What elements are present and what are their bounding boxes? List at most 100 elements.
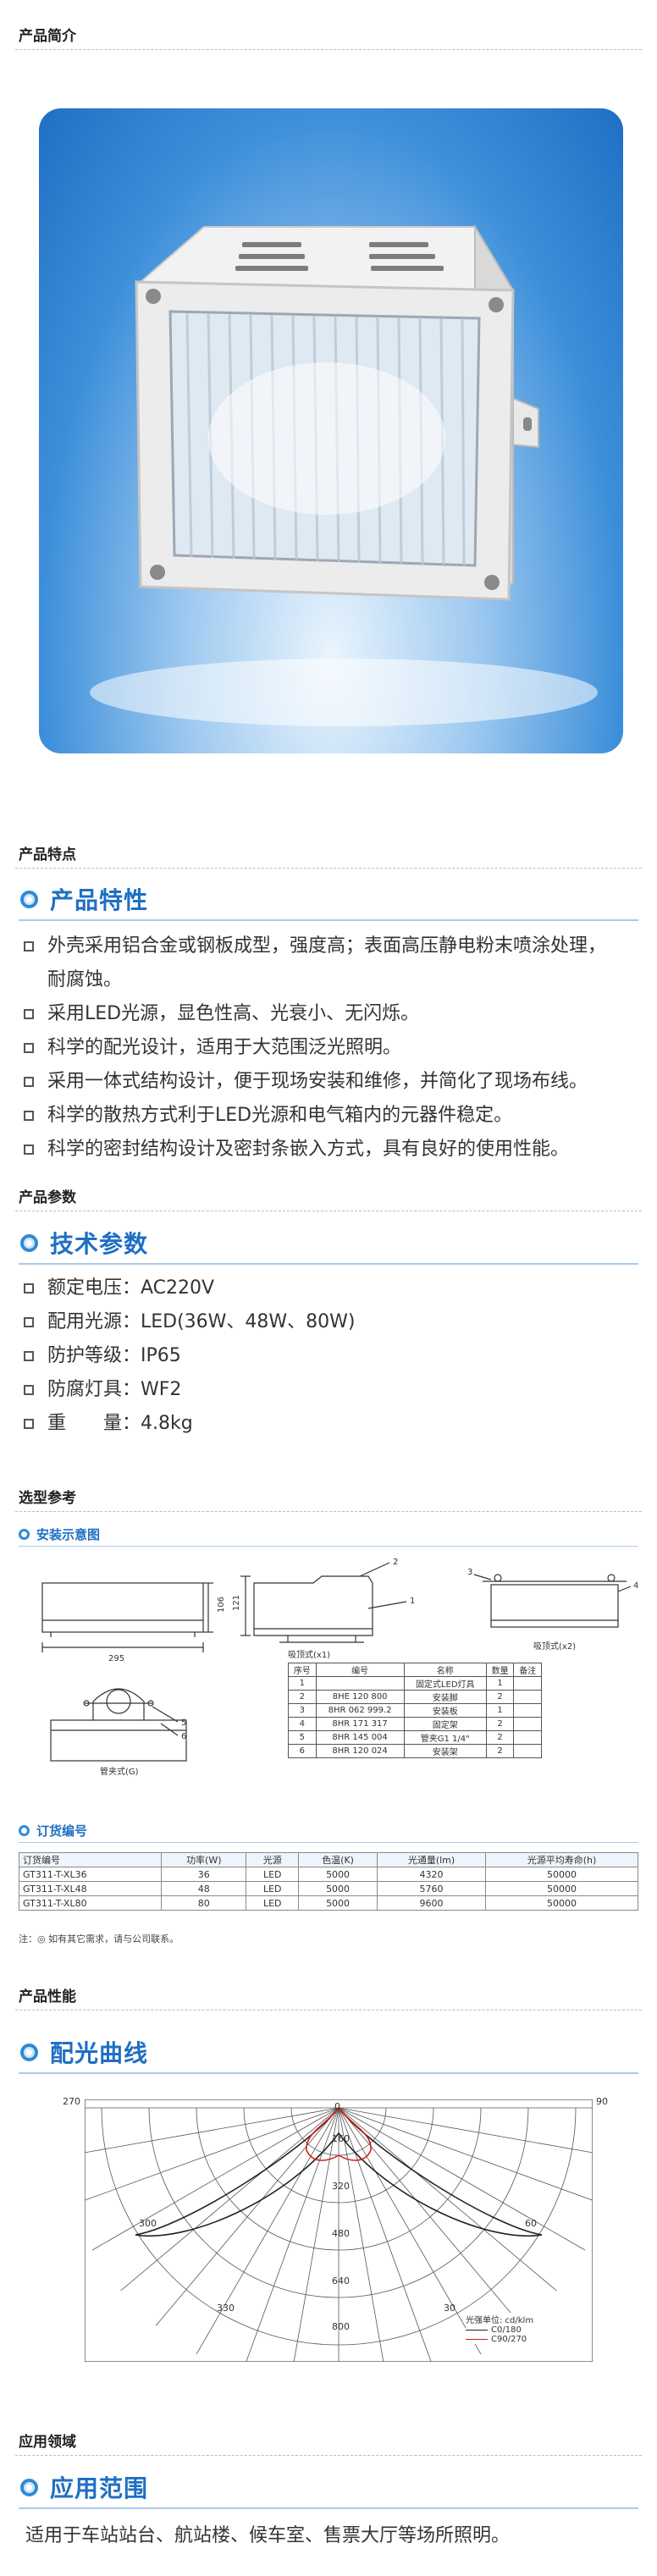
section-performance-rule bbox=[15, 2010, 642, 2011]
application-heading: 应用范围 bbox=[20, 2470, 148, 2504]
curve-c90 bbox=[306, 2106, 372, 2161]
callout-1: 1 bbox=[410, 1597, 416, 1606]
square-bullet-icon bbox=[24, 941, 34, 952]
application-text: 适用于车站站台、航站楼、候车室、售票大厅等场所照明。 bbox=[25, 2525, 511, 2546]
section-application: 应用领域 bbox=[0, 2421, 657, 2458]
square-bullet-icon bbox=[24, 1351, 34, 1361]
callout-3: 3 bbox=[467, 1568, 473, 1577]
polar-spoke bbox=[289, 2107, 340, 2388]
params-heading: 技术参数 bbox=[20, 1226, 148, 1260]
list-item: 科学的散热方式利于LED光源和电气箱内的元器件稳定。 bbox=[24, 1099, 640, 1133]
section-application-rule bbox=[15, 2455, 642, 2456]
callout-6: 6 bbox=[181, 1732, 187, 1741]
caption-ceiling2: 吸顶式(x2) bbox=[533, 1642, 577, 1652]
polar-spoke bbox=[196, 2107, 340, 2355]
circle-bullet-icon bbox=[20, 2478, 38, 2496]
polar-diagram: 270 90 0 300 330 60 30 160 320 480 640 8… bbox=[54, 2096, 623, 2392]
section-selection-label: 选型参考 bbox=[19, 1490, 76, 1507]
dim-depth: 121 bbox=[232, 1594, 242, 1612]
order-note: 注：◎ 如有其它需求，请与公司联系。 bbox=[19, 1933, 179, 1944]
caption-pipe: 管夹式(G) bbox=[100, 1768, 139, 1777]
square-bullet-icon bbox=[24, 1111, 34, 1121]
polar-spoke bbox=[338, 2107, 482, 2355]
polar-spoke bbox=[155, 2107, 340, 2326]
section-selection: 选型参考 bbox=[0, 1477, 657, 1514]
section-selection-rule bbox=[15, 1511, 642, 1512]
features-heading-rule bbox=[19, 919, 638, 921]
radial-320: 320 bbox=[332, 2181, 350, 2192]
square-bullet-icon bbox=[24, 1077, 34, 1087]
circle-bullet-icon bbox=[19, 1824, 30, 1836]
floodlight-illustration bbox=[90, 223, 598, 726]
section-performance: 产品性能 bbox=[0, 1976, 657, 2013]
section-features: 产品特点 bbox=[0, 834, 657, 871]
order-heading-rule bbox=[19, 1842, 638, 1843]
install-drawing: 295 106 121 2 1 3 4 5 6 吸顶式(x1) 吸顶式(x2) … bbox=[34, 1558, 643, 1778]
angle-330: 330 bbox=[217, 2303, 235, 2314]
list-item: 防腐灯具：WF2 bbox=[24, 1373, 640, 1407]
table-row: 订货编号 功率(W) 光源 色温(K) 光通量(lm) 光源平均寿命(h) bbox=[18, 1852, 639, 1867]
section-intro-rule bbox=[15, 49, 642, 50]
order-heading: 订货编号 bbox=[19, 1820, 87, 1840]
legend-c0-swatch bbox=[466, 2330, 488, 2331]
radial-800: 800 bbox=[332, 2321, 350, 2332]
polar-spoke bbox=[338, 2107, 606, 2206]
curve-heading: 配光曲线 bbox=[20, 2035, 148, 2069]
features-heading: 产品特性 bbox=[20, 882, 148, 916]
list-item: 配用光源：LED(36W、48W、80W) bbox=[24, 1305, 640, 1339]
radial-640: 640 bbox=[332, 2275, 350, 2286]
polar-spoke bbox=[120, 2107, 340, 2292]
order-title: 订货编号 bbox=[36, 1823, 88, 1839]
list-item: 防护等级：IP65 bbox=[24, 1339, 640, 1373]
square-bullet-icon bbox=[24, 1283, 34, 1294]
polar-spoke bbox=[58, 2107, 340, 2158]
square-bullet-icon bbox=[24, 1385, 34, 1395]
section-params: 产品参数 bbox=[0, 1177, 657, 1214]
curve-heading-rule bbox=[19, 2072, 638, 2074]
callout-5: 5 bbox=[181, 1718, 187, 1728]
install-title: 安装示意图 bbox=[36, 1526, 101, 1542]
section-features-label: 产品特点 bbox=[19, 847, 76, 863]
polar-spoke bbox=[338, 2107, 619, 2158]
polar-spoke bbox=[91, 2107, 340, 2251]
circle-bullet-icon bbox=[19, 1528, 30, 1540]
list-item: 重 量：4.8kg bbox=[24, 1407, 640, 1441]
angle-30: 30 bbox=[444, 2303, 455, 2314]
polar-spoke bbox=[338, 2107, 586, 2251]
params-heading-rule bbox=[19, 1263, 638, 1265]
table-row: 序号 编号 名称 数量 备注 bbox=[288, 1663, 542, 1677]
polar-spoke bbox=[338, 2107, 522, 2326]
angle-60: 60 bbox=[525, 2218, 537, 2229]
legend-unit: 光强单位: cd/klm bbox=[466, 2316, 534, 2325]
curve-c0 bbox=[135, 2106, 543, 2237]
radial-160: 160 bbox=[332, 2133, 350, 2144]
list-item: 采用LED光源，显色性高、光衰小、无闪烁。 bbox=[24, 997, 640, 1031]
radial-480: 480 bbox=[332, 2228, 350, 2239]
angle-0: 0 bbox=[334, 2101, 340, 2112]
features-list: 外壳采用铝合金或钢板成型，强度高；表面高压静电粉末喷涂处理， 耐腐蚀。 采用LE… bbox=[24, 929, 640, 1167]
install-drawing-svg bbox=[41, 1562, 632, 1762]
install-heading-rule bbox=[19, 1546, 638, 1547]
polar-spoke bbox=[71, 2107, 340, 2206]
dim-height: 106 bbox=[217, 1596, 227, 1613]
application-title: 应用范围 bbox=[50, 2474, 149, 2502]
square-bullet-icon bbox=[24, 1043, 34, 1053]
list-item: 外壳采用铝合金或钢板成型，强度高；表面高压静电粉末喷涂处理， bbox=[24, 929, 640, 963]
legend-c90-swatch bbox=[466, 2339, 488, 2340]
caption-ceiling: 吸顶式(x1) bbox=[288, 1651, 331, 1660]
callout-2: 2 bbox=[393, 1558, 399, 1567]
circle-bullet-icon bbox=[20, 1233, 38, 1252]
angle-300: 300 bbox=[139, 2218, 157, 2229]
params-list: 额定电压：AC220V 配用光源：LED(36W、48W、80W) 防护等级：I… bbox=[24, 1271, 640, 1441]
order-table: 订货编号 功率(W) 光源 色温(K) 光通量(lm) 光源平均寿命(h) GT… bbox=[18, 1852, 639, 1911]
section-features-rule bbox=[15, 868, 642, 869]
dim-width: 295 bbox=[108, 1654, 125, 1663]
section-performance-label: 产品性能 bbox=[19, 1989, 76, 2005]
